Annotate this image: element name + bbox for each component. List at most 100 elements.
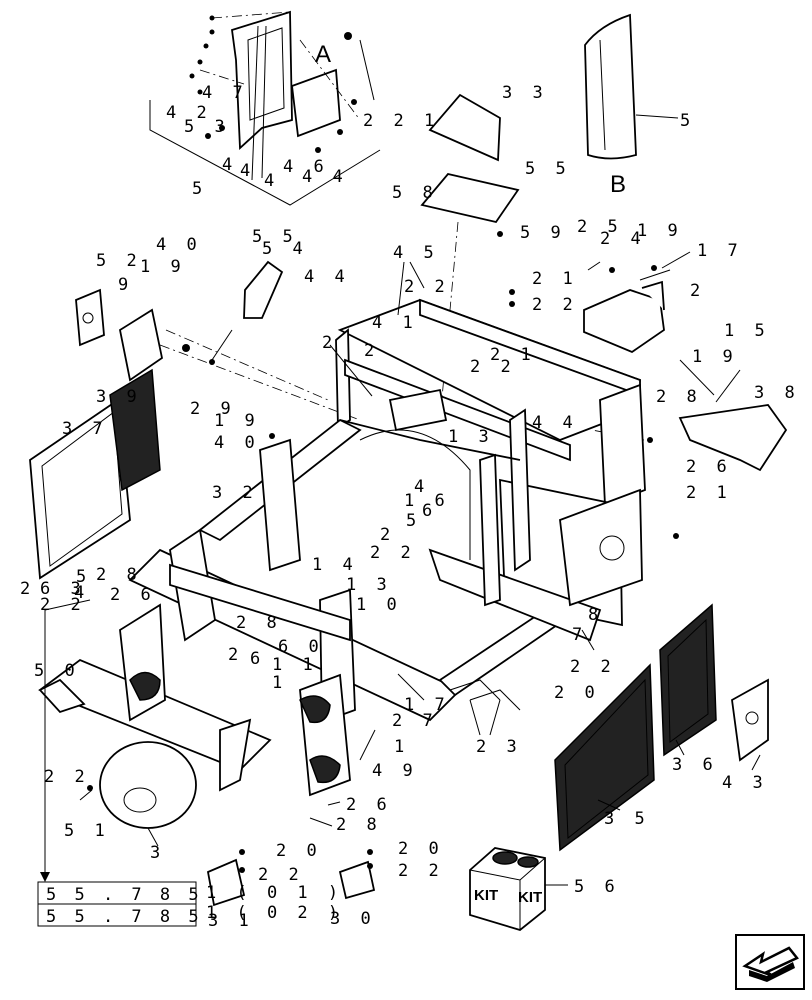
callout-56: 5 6 (574, 877, 620, 897)
callout-2d: 2 (380, 525, 395, 545)
callout-20a: 2 0 (554, 683, 600, 703)
callout-19b: 1 9 (140, 257, 186, 277)
callout-1a: 1 (272, 673, 287, 693)
callout-38: 3 8 (754, 383, 800, 403)
next-page-arrow-icon (742, 946, 799, 982)
reference-code-1: 5 5 . 7 8 5 (46, 885, 203, 905)
callout-1b: 1 (394, 737, 409, 757)
callout-44c: 4 4 (532, 413, 578, 433)
callout-49: 4 9 (372, 761, 418, 781)
callout-55b: 5 5 (252, 227, 298, 247)
bottom-brackets (206, 849, 376, 907)
callout-5d: 5 (76, 567, 91, 587)
callout-5b: 5 (680, 111, 695, 131)
callout-14: 1 4 (312, 555, 358, 575)
callout-37: 3 7 (62, 419, 108, 439)
callout-39: 3 9 (96, 387, 142, 407)
callout-7: 7 (572, 625, 587, 645)
callout-50: 5 0 (34, 661, 80, 681)
callout-5c: 5 (406, 511, 421, 531)
callout-43: 4 3 (722, 773, 768, 793)
callout-221: 2 2 1 (363, 111, 439, 131)
kit-label-left: KIT (474, 887, 498, 904)
reference-table: 5 5 . 7 8 5 5 5 . 7 8 5 (37, 599, 203, 927)
callout-labels: 2 2 1 4 2 4 7 5 3 4 4 4 4 6 4 4 5 3 3 5 … (20, 83, 800, 931)
callout-22g: 2 2 (44, 767, 90, 787)
callout-6: 6 (422, 501, 437, 521)
callout-41: 4 1 (372, 313, 418, 333)
next-page-button[interactable] (735, 934, 805, 990)
callout-46: 4 6 (283, 157, 329, 177)
callout-22b: 2 2 (404, 277, 450, 297)
callout-44a: 4 4 (302, 167, 348, 187)
callout-15: 1 5 (724, 321, 770, 341)
callout-52: 5 2 (96, 251, 142, 271)
view-b-shield: B (584, 13, 679, 198)
right-side-parts (509, 261, 788, 539)
callout-51: 5 1 (64, 821, 110, 841)
view-a-door-assembly: A (149, 10, 381, 206)
callout-63: 6 3 (40, 579, 86, 599)
callout-22f: 2 2 (570, 657, 616, 677)
callout-58: 5 8 (392, 183, 438, 203)
callout-17a: 1 7 (697, 241, 743, 261)
callout-60: 6 0 (278, 637, 324, 657)
callout-5a: 5 (192, 179, 207, 199)
callout-26c: 2 6 (346, 795, 392, 815)
callout-45: 4 5 (393, 243, 439, 263)
callout-20b: 2 0 (276, 841, 322, 861)
reference-code-2: 5 5 . 7 8 5 (46, 907, 203, 927)
callout-25: 2 5 (577, 217, 623, 237)
callout-28d: 2 8 (336, 815, 382, 835)
callout-22a: 2 2 (532, 295, 578, 315)
callout-19a: 1 9 (637, 221, 683, 241)
callout-55a: 5 5 (525, 159, 571, 179)
wheel-disc (87, 741, 197, 829)
callout-22c: 2 2 (470, 357, 516, 377)
callout-40a: 4 0 (156, 235, 202, 255)
callout-13: 1 3 (448, 427, 494, 447)
callout-21a: 2 1 (532, 269, 578, 289)
callout-8: 8 (588, 605, 603, 625)
callout-21b: 2 1 (490, 345, 536, 365)
callout-21c: 2 1 (686, 483, 732, 503)
callout-22e: 2 2 (40, 595, 86, 615)
callout-9: 9 (118, 275, 133, 295)
callout-2c: 2 (364, 341, 379, 361)
callout-10: 1 0 (356, 595, 402, 615)
main-chassis-frame (38, 298, 646, 797)
callout-59: 5 9 (520, 223, 566, 243)
callout-28b: 2 8 (96, 565, 142, 585)
left-side-parts (29, 288, 361, 580)
callout-26b: 2 6 (110, 585, 156, 605)
leader-lines (79, 39, 761, 847)
callout-24: 2 4 (600, 229, 646, 249)
callout-17b: 1 7 (404, 695, 450, 715)
callout-ref-suffix-1: 1 ( 0 1 ) (206, 883, 343, 903)
callout-42: 4 2 (166, 103, 212, 123)
callout-2e: 2 (20, 579, 35, 599)
callout-36: 3 6 (672, 755, 718, 775)
callout-35: 3 5 (604, 809, 650, 829)
callout-22i: 2 2 (398, 861, 444, 881)
callout-47: 4 7 (202, 83, 248, 103)
callout-2f: 2 (228, 645, 243, 665)
callout-30: 3 0 (330, 909, 376, 929)
callout-4d: 4 (414, 477, 429, 497)
callout-53: 5 3 (184, 117, 230, 137)
callout-16: 1 6 (404, 491, 450, 511)
kit-label-right: KIT (518, 889, 542, 906)
callout-4c: 4 (264, 171, 279, 191)
top-plates (243, 93, 520, 421)
callout-40b: 4 0 (214, 433, 260, 453)
callout-20c: 2 0 (398, 839, 444, 859)
callout-27: 2 7 (392, 711, 438, 731)
callout-54: 5 4 (262, 239, 308, 259)
callout-11: 1 1 (272, 655, 318, 675)
kit-box: KIT KIT (469, 847, 568, 931)
callout-23: 2 3 (476, 737, 522, 757)
callout-3: 3 (150, 843, 165, 863)
callout-44b: 4 4 (304, 267, 350, 287)
callout-2a: 2 (690, 281, 705, 301)
callout-26a: 2 6 (686, 457, 732, 477)
